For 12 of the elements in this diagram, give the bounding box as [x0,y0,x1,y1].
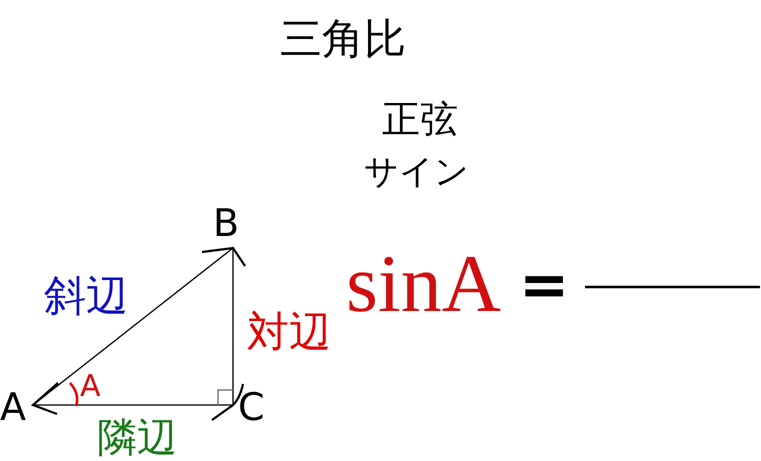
side-label: 対辺 [247,311,331,353]
vertex-label: B [213,204,240,242]
subheading-label: サイン [364,155,469,189]
side-label: 隣辺 [97,418,177,458]
formula-label: sinA [346,243,501,325]
side-label: 斜辺 [44,275,128,317]
angle-label: A [80,372,101,402]
title: 三角比 [280,18,406,60]
vertex-label: C [238,388,265,426]
heading-label: 正弦 [382,100,458,138]
equals-sign: = [519,255,570,315]
vertex-label: A [0,388,26,426]
